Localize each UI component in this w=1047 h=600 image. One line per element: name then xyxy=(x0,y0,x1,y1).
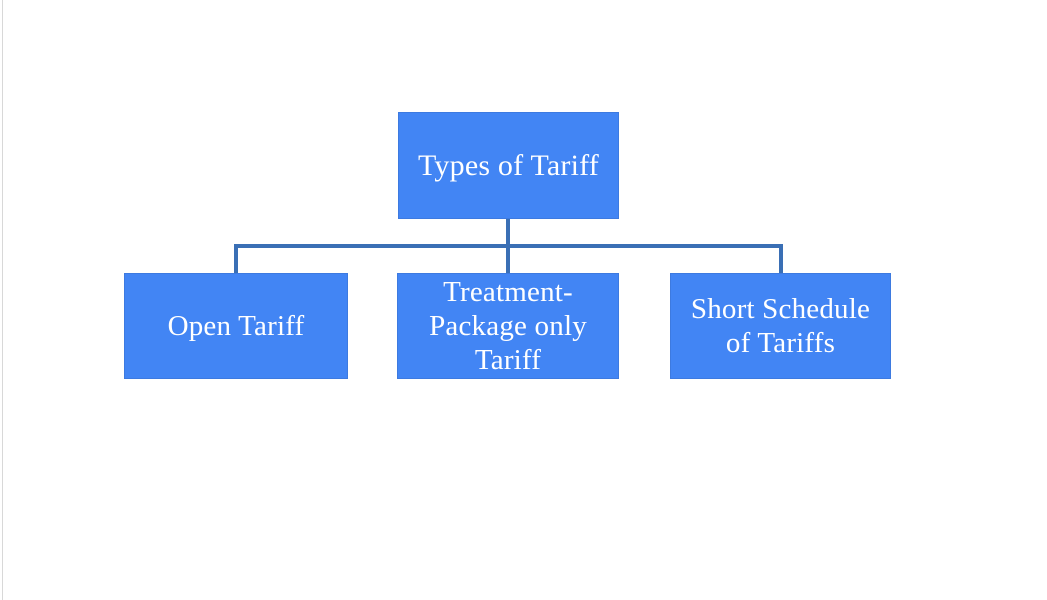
node-treatment-package-only-tariff[interactable]: Treatment- Package only Tariff xyxy=(397,273,619,379)
connector-root-stem xyxy=(506,219,510,248)
node-types-of-tariff[interactable]: Types of Tariff xyxy=(398,112,619,219)
connector-drop-short-schedule-of-tariffs xyxy=(779,244,783,275)
node-label-types-of-tariff: Types of Tariff xyxy=(418,148,599,182)
node-label-short-schedule-of-tariffs: Short Schedule of Tariffs xyxy=(690,292,871,359)
connector-drop-treatment-package-only-tariff xyxy=(506,244,510,275)
node-short-schedule-of-tariffs[interactable]: Short Schedule of Tariffs xyxy=(670,273,891,379)
slide-left-edge-rule xyxy=(2,0,3,600)
node-label-treatment-package-only-tariff: Treatment- Package only Tariff xyxy=(429,275,587,377)
background-watermark xyxy=(330,528,720,600)
node-open-tariff[interactable]: Open Tariff xyxy=(124,273,348,379)
node-label-open-tariff: Open Tariff xyxy=(167,309,305,342)
connector-drop-open-tariff xyxy=(234,244,238,275)
